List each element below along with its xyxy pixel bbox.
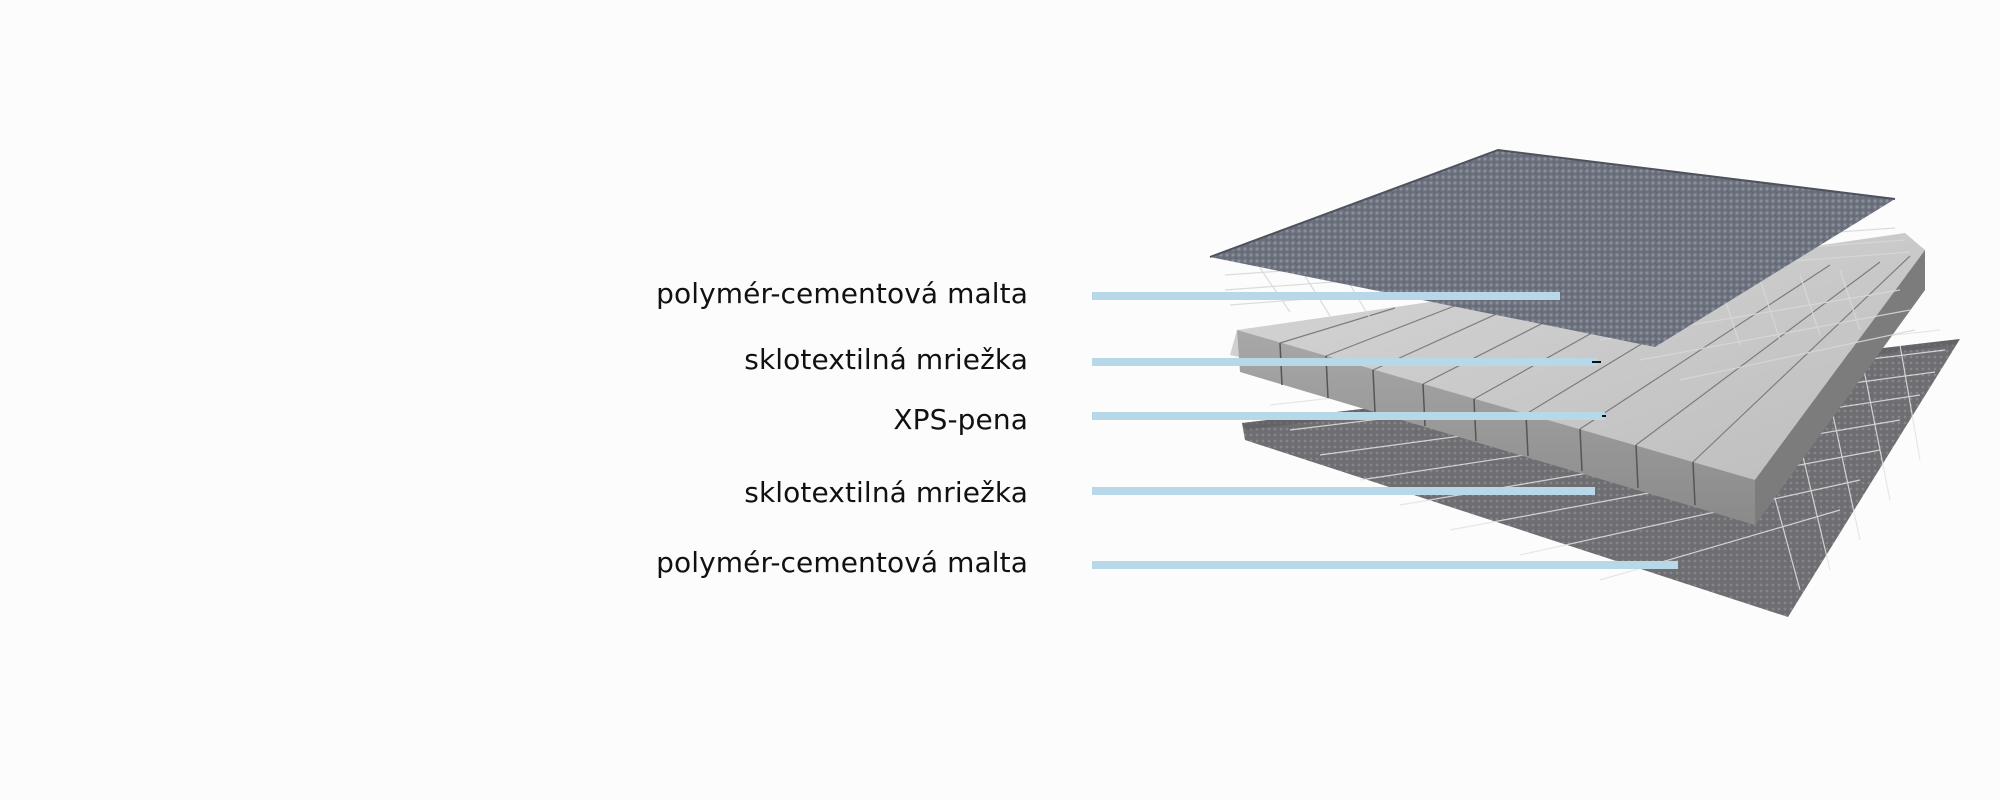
layer-label-mortar-top: polymér-cementová malta [656, 277, 1028, 310]
top-mortar-layer [1209, 148, 1896, 347]
layer-label-mesh-bottom: sklotextilná mriežka [744, 476, 1028, 509]
layer-label-mortar-bottom: polymér-cementová malta [656, 546, 1028, 579]
leader-lines [1092, 292, 1678, 569]
layer-label-mesh-top: sklotextilná mriežka [744, 343, 1028, 376]
layer-label-xps-foam: XPS-pena [893, 403, 1028, 436]
